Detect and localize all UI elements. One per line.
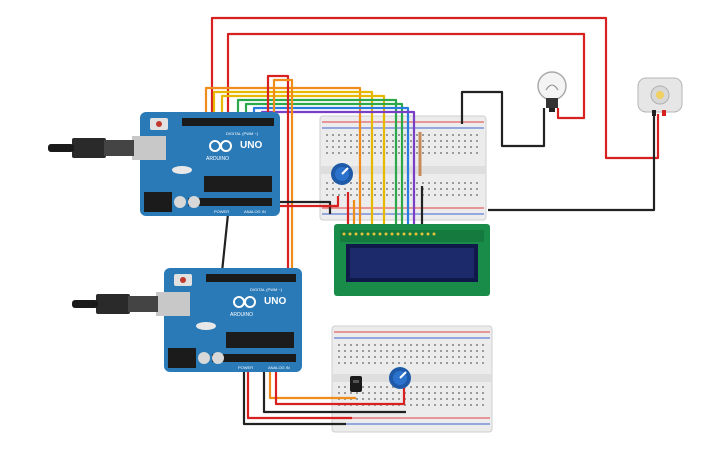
wire-red-bottom	[246, 370, 352, 420]
bottom-board-sub: ARDUINO	[230, 312, 253, 318]
bottom-board-analog: ANALOG IN	[268, 365, 290, 370]
arduino-bottom: UNO ARDUINO DIGITAL (PWM ~) POWER ANALOG…	[156, 268, 302, 372]
wire-red-5v	[280, 196, 340, 208]
top-board-digital: DIGITAL (PWM ~)	[226, 131, 259, 136]
infinity-logo-icon	[209, 140, 232, 152]
wire-black-bottom	[242, 370, 346, 426]
bottom-board-digital: DIGITAL (PWM ~)	[250, 287, 283, 292]
lcd-display	[334, 224, 490, 296]
wire-orange	[204, 86, 362, 224]
top-board-sub: ARDUINO	[206, 156, 229, 162]
wire-red-motor	[210, 16, 660, 160]
wire-yellow-2	[220, 94, 386, 224]
wire-black-gnd	[272, 200, 332, 214]
top-board-power: POWER	[214, 209, 229, 214]
wire-red-bottom-2	[274, 370, 406, 406]
usb-plug-icon	[48, 138, 134, 158]
wires	[204, 16, 660, 426]
arduino-top: UNO ARDUINO DIGITAL (PWM ~) POWER ANALOG…	[132, 112, 280, 216]
wire-orange-loop	[272, 78, 294, 270]
usb-plug-icon	[72, 294, 158, 314]
temperature-sensor-icon	[350, 376, 362, 392]
top-board-analog: ANALOG IN	[244, 209, 266, 214]
wire-green	[236, 98, 398, 224]
wire-red-loop	[266, 74, 290, 270]
wire-orange-bottom	[268, 370, 356, 400]
bulb-icon	[537, 71, 567, 112]
dc-motor-icon	[637, 77, 683, 116]
wire-black-motor	[488, 114, 656, 212]
potentiometer-icon	[331, 163, 353, 185]
wire-black-link	[220, 213, 230, 273]
top-board-brand: UNO	[240, 140, 262, 151]
wire-black-bulb	[460, 90, 546, 148]
wire-black-bottom-2	[262, 370, 406, 414]
bottom-board-power: POWER	[238, 365, 253, 370]
infinity-logo-icon	[233, 296, 256, 308]
bottom-board-brand: UNO	[264, 296, 286, 307]
potentiometer-icon	[389, 367, 411, 389]
breadboard-bottom	[331, 325, 493, 433]
wire-red-bulb	[226, 32, 586, 120]
